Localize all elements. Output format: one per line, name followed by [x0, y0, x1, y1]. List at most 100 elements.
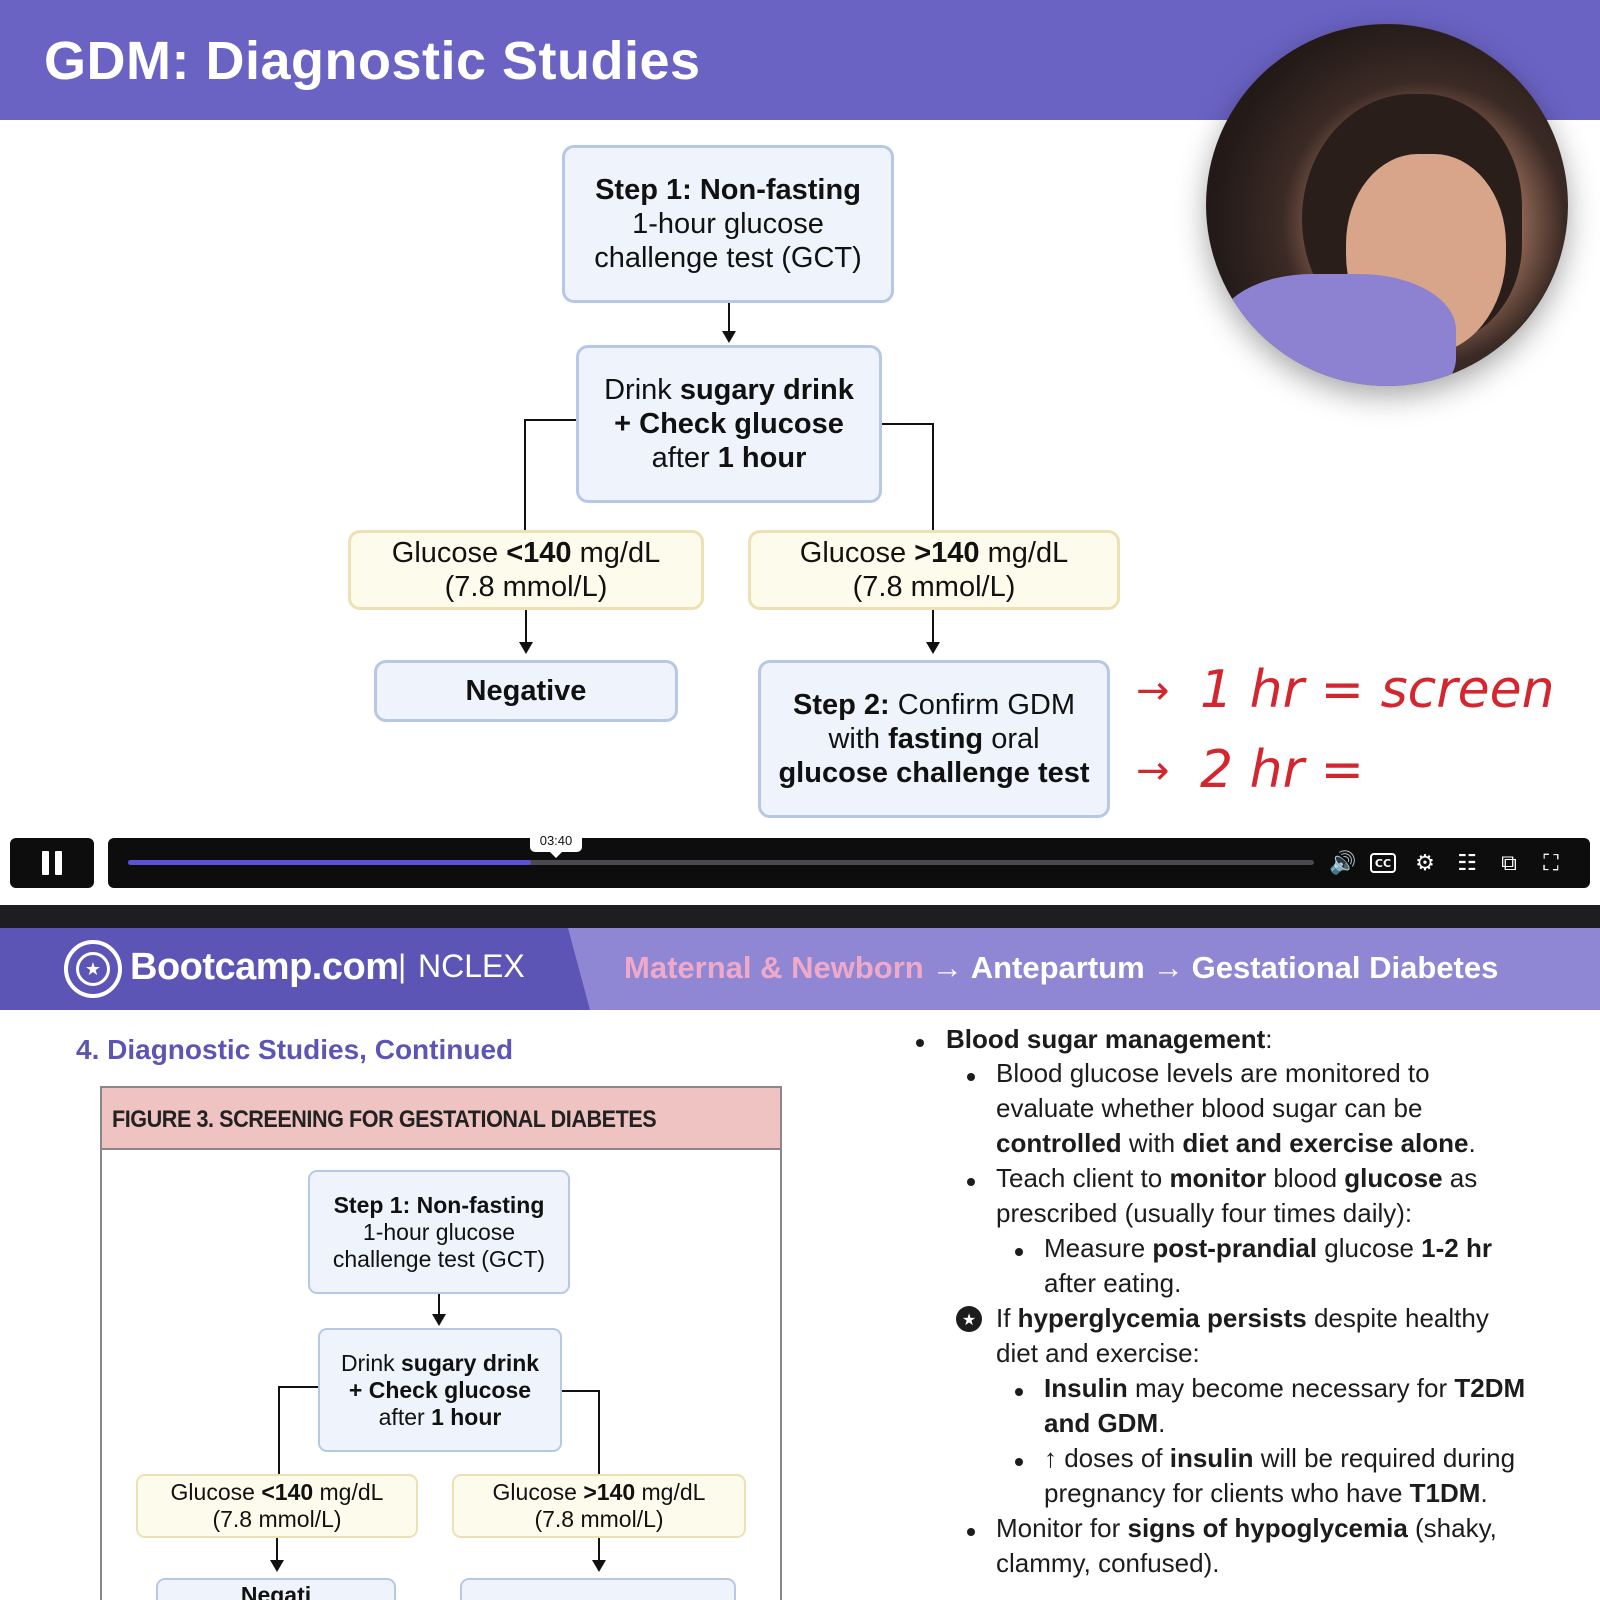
step2-l2-bold: fasting	[888, 723, 984, 755]
b2a-mid: may become necessary for	[1127, 1373, 1455, 1403]
fig-step1-line3: challenge test (GCT)	[332, 1245, 546, 1272]
fig-low-post: mg/dL	[313, 1479, 384, 1505]
annotation-arrow-1: →	[1136, 668, 1170, 714]
annotation-arrow-2: →	[1136, 748, 1170, 794]
step2-l2-pre: with	[828, 723, 889, 755]
figure-3: FIGURE 3. SCREENING FOR GESTATIONAL DIAB…	[100, 1086, 782, 1600]
fullscreen-icon[interactable]: ⛶	[1543, 850, 1559, 876]
bullet-dot	[967, 1178, 975, 1186]
connector-arrowhead	[519, 642, 533, 654]
drink-line1-normal: Drink	[604, 374, 680, 406]
b2a-l2-bold: and GDM	[1044, 1408, 1159, 1438]
breadcrumb-item-1: Maternal & Newborn	[624, 950, 924, 985]
b1a-line1: Blood glucose levels are monitored to	[996, 1058, 1430, 1088]
b2b-l2-pre: pregnancy for clients who have	[1044, 1478, 1410, 1508]
b2a-bold1: Insulin	[1044, 1373, 1128, 1403]
presenter-webcam[interactable]	[1206, 24, 1568, 386]
progress-fill	[128, 860, 532, 865]
breadcrumb-arrow: →	[1152, 950, 1184, 985]
doc-header: ★ Bootcamp.com | NCLEX Maternal & Newbor…	[0, 928, 1600, 1010]
b2-bold: hyperglycemia persists	[1017, 1303, 1307, 1333]
b1b1-mid: glucose	[1317, 1233, 1422, 1263]
flow-high-glucose-box: Glucose >140 mg/dL (7.8 mmol/L)	[748, 530, 1120, 610]
star-bullet-icon: ★	[956, 1306, 982, 1332]
progress-track[interactable]: 03:40	[128, 828, 1314, 865]
captions-icon[interactable]: CC	[1370, 853, 1396, 873]
connector-arrowhead	[432, 1314, 446, 1326]
b1b-line1: Teach client to monitor blood glucose as	[996, 1161, 1477, 1196]
fig-drink-box: Drink sugary drink + Check glucose after…	[318, 1328, 562, 1452]
b2b-line1: ↑ doses of insulin will be required duri…	[1044, 1441, 1515, 1476]
volume-icon[interactable]: 🔊	[1329, 850, 1357, 876]
connector-line	[525, 610, 527, 642]
connector-line	[728, 303, 730, 333]
b1b-mid: blood	[1266, 1163, 1345, 1193]
branch-right-v	[932, 423, 934, 531]
low-post: mg/dL	[571, 537, 661, 569]
flow-step2-box: Step 2: Confirm GDM with fasting oral gl…	[758, 660, 1110, 818]
low-bold: <140	[506, 537, 572, 569]
connector-arrowhead	[722, 331, 736, 343]
fig-low-line2: (7.8 mmol/L)	[212, 1506, 342, 1532]
flow-low-glucose-box: Glucose <140 mg/dL (7.8 mmol/L)	[348, 530, 704, 610]
branch-right-h	[882, 423, 934, 425]
branch-left-v	[278, 1386, 280, 1476]
b2b-end: will be required during	[1253, 1443, 1516, 1473]
fig-drink-l2: + Check glucose	[348, 1376, 532, 1403]
bullet-dot	[1015, 1248, 1023, 1256]
b3-line1: Monitor for signs of hypoglycemia (shaky…	[996, 1511, 1497, 1546]
b3-pre: Monitor for	[996, 1513, 1128, 1543]
breadcrumb: Maternal & Newborn→Antepartum→Gestationa…	[624, 950, 1498, 986]
low-pre: Glucose	[391, 537, 507, 569]
settings-icon[interactable]: ⚙	[1415, 850, 1435, 876]
connector-arrowhead	[592, 1560, 606, 1572]
annotation-line-2: 2 hr =	[1200, 740, 1365, 800]
time-tooltip: 03:40	[530, 828, 582, 858]
video-player[interactable]: GDM: Diagnostic Studies Step 1: Non-fast…	[0, 0, 1600, 905]
picture-in-picture-icon[interactable]: ⧉	[1501, 850, 1517, 876]
b2b-l2-bold: T1DM	[1409, 1478, 1481, 1508]
flow-drink-box: Drink sugary drink + Check glucose after…	[576, 345, 882, 503]
b2b-bold: insulin	[1169, 1443, 1254, 1473]
flow-step1-title: Step 1: Non-fasting	[595, 174, 861, 206]
pause-button[interactable]	[10, 838, 94, 888]
connector-arrowhead	[926, 642, 940, 654]
b1a-bold1: controlled	[996, 1128, 1122, 1158]
fig-low-bold: <140	[261, 1479, 314, 1505]
flow-step1-box: Step 1: Non-fasting 1-hour glucose chall…	[562, 145, 894, 303]
branch-right-h	[562, 1390, 600, 1392]
fig-negative-label: Negati	[240, 1582, 312, 1600]
fig-high-glucose-box: Glucose >140 mg/dL (7.8 mmol/L)	[452, 1474, 746, 1538]
b2-line2: diet and exercise:	[996, 1338, 1200, 1368]
bullet-dot	[1015, 1458, 1023, 1466]
fig-low-pre: Glucose	[170, 1479, 262, 1505]
fig-high-pre: Glucose	[492, 1479, 584, 1505]
breadcrumb-item-2: Antepartum	[970, 950, 1145, 985]
fig-low-glucose-box: Glucose <140 mg/dL (7.8 mmol/L)	[136, 1474, 418, 1538]
b1a-end: .	[1468, 1128, 1476, 1158]
pause-icon-bar	[55, 851, 62, 875]
pause-icon	[42, 851, 49, 875]
fig-negative-box: Negati	[156, 1578, 396, 1600]
b1a-mid: with	[1121, 1128, 1183, 1158]
b1b-bold2: glucose	[1344, 1163, 1443, 1193]
b3-bold: signs of hypoglycemia	[1127, 1513, 1408, 1543]
connector-line	[276, 1538, 278, 1562]
b2a-bold2: T2DM	[1454, 1373, 1526, 1403]
b2b-line2: pregnancy for clients who have T1DM.	[1044, 1476, 1488, 1511]
figure-title: FIGURE 3. SCREENING FOR GESTATIONAL DIAB…	[112, 1106, 657, 1133]
high-post: mg/dL	[979, 537, 1069, 569]
b1b1-pre: Measure	[1044, 1233, 1153, 1263]
transcript-icon[interactable]: ☷	[1457, 850, 1477, 876]
breadcrumb-arrow: →	[931, 950, 963, 985]
b1b-end: as	[1442, 1163, 1478, 1193]
b1b-pre: Teach client to	[996, 1163, 1170, 1193]
fig-high-bold: >140	[583, 1479, 636, 1505]
fig-step1-box: Step 1: Non-fasting 1-hour glucose chall…	[308, 1170, 570, 1294]
section-title: 4. Diagnostic Studies, Continued	[76, 1034, 514, 1065]
high-line2: (7.8 mmol/L)	[852, 571, 1016, 603]
b1a-bold2: diet and exercise alone	[1182, 1128, 1469, 1158]
branch-right-v	[598, 1390, 600, 1476]
b2a-line2: and GDM.	[1044, 1406, 1165, 1441]
